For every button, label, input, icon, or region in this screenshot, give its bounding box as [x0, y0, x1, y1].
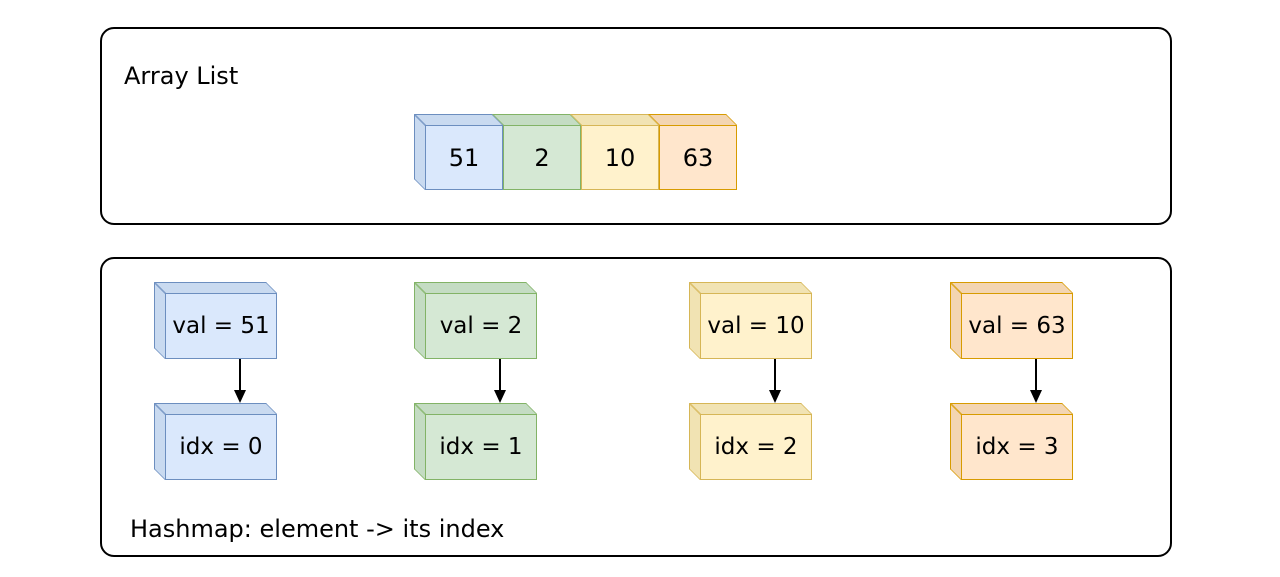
array-list-title: Array List [124, 62, 239, 90]
cube-left-face [414, 282, 425, 359]
arrow-shaft [499, 359, 501, 392]
cube-top-face [154, 282, 277, 293]
arrowhead-icon [494, 390, 506, 403]
hashmap-panel: val = 51 idx = 0 val = 2 [100, 257, 1172, 557]
idx-box: idx = 1 [414, 403, 537, 480]
cube-top-face [154, 403, 277, 414]
val-label: val = 10 [700, 293, 812, 359]
cube-left-face [414, 403, 425, 480]
idx-label: idx = 1 [425, 414, 537, 480]
cube-top-face [414, 282, 537, 293]
cube-top-face [950, 282, 1073, 293]
cube-left-face [414, 114, 425, 190]
cube-top-face [648, 114, 737, 125]
hashmap-entry-1: val = 2 idx = 1 [414, 282, 537, 480]
val-box: val = 51 [154, 282, 277, 359]
cube-top-face [689, 403, 812, 414]
cube-top-face [414, 403, 537, 414]
idx-label: idx = 2 [700, 414, 812, 480]
cube-left-face [689, 282, 700, 359]
cube-top-face [950, 403, 1073, 414]
array-cell-value: 63 [659, 125, 737, 190]
array-cell-value: 2 [503, 125, 581, 190]
array-cell-3: 63 [648, 114, 737, 190]
arrow-shaft [239, 359, 241, 392]
idx-box: idx = 3 [950, 403, 1073, 480]
hashmap-caption: Hashmap: element -> its index [130, 515, 505, 543]
idx-label: idx = 0 [165, 414, 277, 480]
array-list-panel: Array List 51 2 10 63 [100, 27, 1172, 225]
arrow-shaft [1035, 359, 1037, 392]
cube-left-face [950, 403, 961, 480]
arrowhead-icon [234, 390, 246, 403]
val-label: val = 51 [165, 293, 277, 359]
cube-top-face [570, 114, 659, 125]
val-to-idx-arrow [1030, 359, 1042, 403]
cube-left-face [154, 403, 165, 480]
hashmap-entry-0: val = 51 idx = 0 [154, 282, 277, 480]
arrowhead-icon [769, 390, 781, 403]
arrowhead-icon [1030, 390, 1042, 403]
cube-top-face [414, 114, 503, 125]
val-to-idx-arrow [234, 359, 246, 403]
val-box: val = 10 [689, 282, 812, 359]
val-label: val = 63 [961, 293, 1073, 359]
arrow-shaft [774, 359, 776, 392]
cube-left-face [950, 282, 961, 359]
array-cell-1: 2 [492, 114, 581, 190]
val-label: val = 2 [425, 293, 537, 359]
array-cell-value: 51 [425, 125, 503, 190]
array-cell-2: 10 [570, 114, 659, 190]
idx-box: idx = 0 [154, 403, 277, 480]
cube-top-face [492, 114, 581, 125]
array-strip: 51 2 10 63 [414, 114, 737, 190]
val-box: val = 2 [414, 282, 537, 359]
val-to-idx-arrow [769, 359, 781, 403]
hashmap-entry-2: val = 10 idx = 2 [689, 282, 812, 480]
hashmap-entry-3: val = 63 idx = 3 [950, 282, 1073, 480]
cube-left-face [689, 403, 700, 480]
cube-left-face [154, 282, 165, 359]
val-box: val = 63 [950, 282, 1073, 359]
cube-top-face [689, 282, 812, 293]
array-cell-0: 51 [414, 114, 503, 190]
array-cell-value: 10 [581, 125, 659, 190]
val-to-idx-arrow [494, 359, 506, 403]
idx-label: idx = 3 [961, 414, 1073, 480]
idx-box: idx = 2 [689, 403, 812, 480]
